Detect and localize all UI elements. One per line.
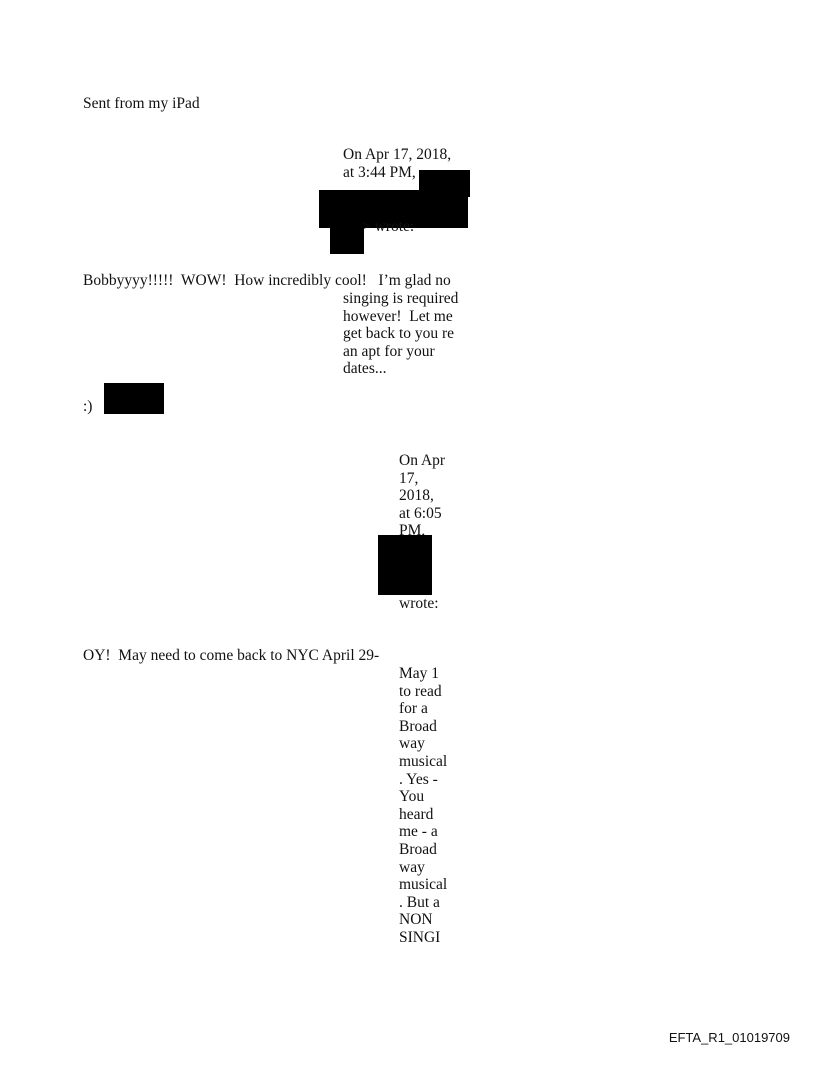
signature: Sent from my iPad: [83, 95, 200, 112]
text-line: me - a: [399, 823, 438, 841]
text-line: NON: [399, 911, 433, 929]
text-line: singing is required: [343, 290, 459, 307]
text-line: 17,: [399, 469, 419, 487]
text-line: get back to you re: [343, 325, 455, 343]
redaction: [378, 535, 432, 595]
text-line: 2018,: [399, 487, 434, 505]
text-line: Broad: [399, 717, 437, 735]
text-line: way: [399, 858, 425, 876]
text-line: to read: [399, 682, 442, 700]
text-line: at 3:44 PM,: [343, 163, 416, 181]
quote2-wrote: wrote:: [399, 595, 439, 612]
text-line: . But a: [399, 893, 440, 911]
text-line: an apt for your: [343, 342, 435, 360]
redaction: [319, 190, 468, 228]
text-line: dates...: [343, 360, 387, 378]
redaction: [104, 383, 164, 414]
text-line: May 1: [399, 665, 440, 682]
document-id: EFTA_R1_01019709: [668, 1030, 790, 1045]
text-line: way: [399, 735, 425, 753]
text-line: heard: [399, 805, 434, 823]
text-line: On Apr 17, 2018,: [343, 146, 452, 163]
text-line: musical: [399, 752, 448, 770]
text-line: You: [399, 788, 425, 806]
text-line: musical: [399, 876, 448, 894]
text-line: SINGI: [399, 928, 441, 946]
text-line: . Yes -: [399, 770, 438, 788]
text-line: Broad: [399, 840, 437, 858]
text-line: however! Let me: [343, 307, 453, 325]
quote2-first-line: OY! May need to come back to NYC April 2…: [83, 647, 380, 664]
quote1-wrote: > wrote:: [362, 218, 415, 235]
quote1-closing: :): [83, 398, 93, 415]
text-line: for a: [399, 700, 428, 718]
quote1-first-line: Bobbyyyy!!!!! WOW! How incredibly cool! …: [83, 272, 451, 289]
redaction: [330, 228, 364, 254]
text-line: at 6:05: [399, 504, 442, 522]
quote1-header: On Apr 17, 2018,at 3:44 PM,: [343, 146, 451, 181]
text-line: On Apr: [399, 452, 446, 469]
